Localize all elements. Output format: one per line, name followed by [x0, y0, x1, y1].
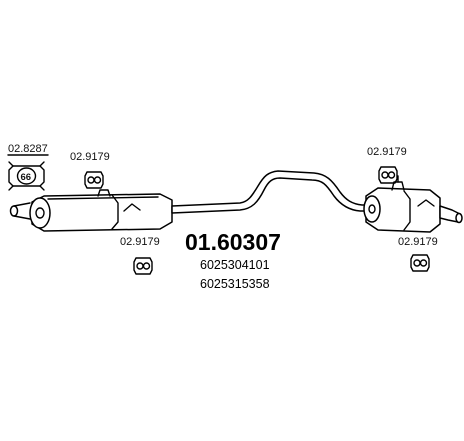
oem-number-2: 6025315358	[200, 277, 270, 291]
clamp-part-code: 02.8287	[8, 143, 48, 155]
rubber-hanger-4-icon	[410, 254, 430, 272]
clamp-diameter-badge: 66	[21, 172, 32, 183]
main-part-number: 01.60307	[185, 229, 281, 255]
hanger-1-part-code: 02.9179	[70, 151, 110, 163]
connecting-pipe	[171, 170, 373, 214]
rear-silencer	[363, 175, 463, 233]
hanger-4-part-code: 02.9179	[398, 236, 438, 248]
rubber-hanger-3-icon	[378, 166, 398, 184]
hanger-2-part-code: 02.9179	[120, 236, 160, 248]
clamp-icon: 66	[8, 161, 45, 191]
oem-number-1: 6025304101	[200, 258, 270, 272]
hanger-3-part-code: 02.9179	[367, 146, 407, 158]
rubber-hanger-1-icon	[84, 171, 104, 189]
front-pipe-flange	[9, 202, 31, 220]
rubber-hanger-2-icon	[133, 257, 153, 275]
middle-silencer	[29, 189, 173, 232]
